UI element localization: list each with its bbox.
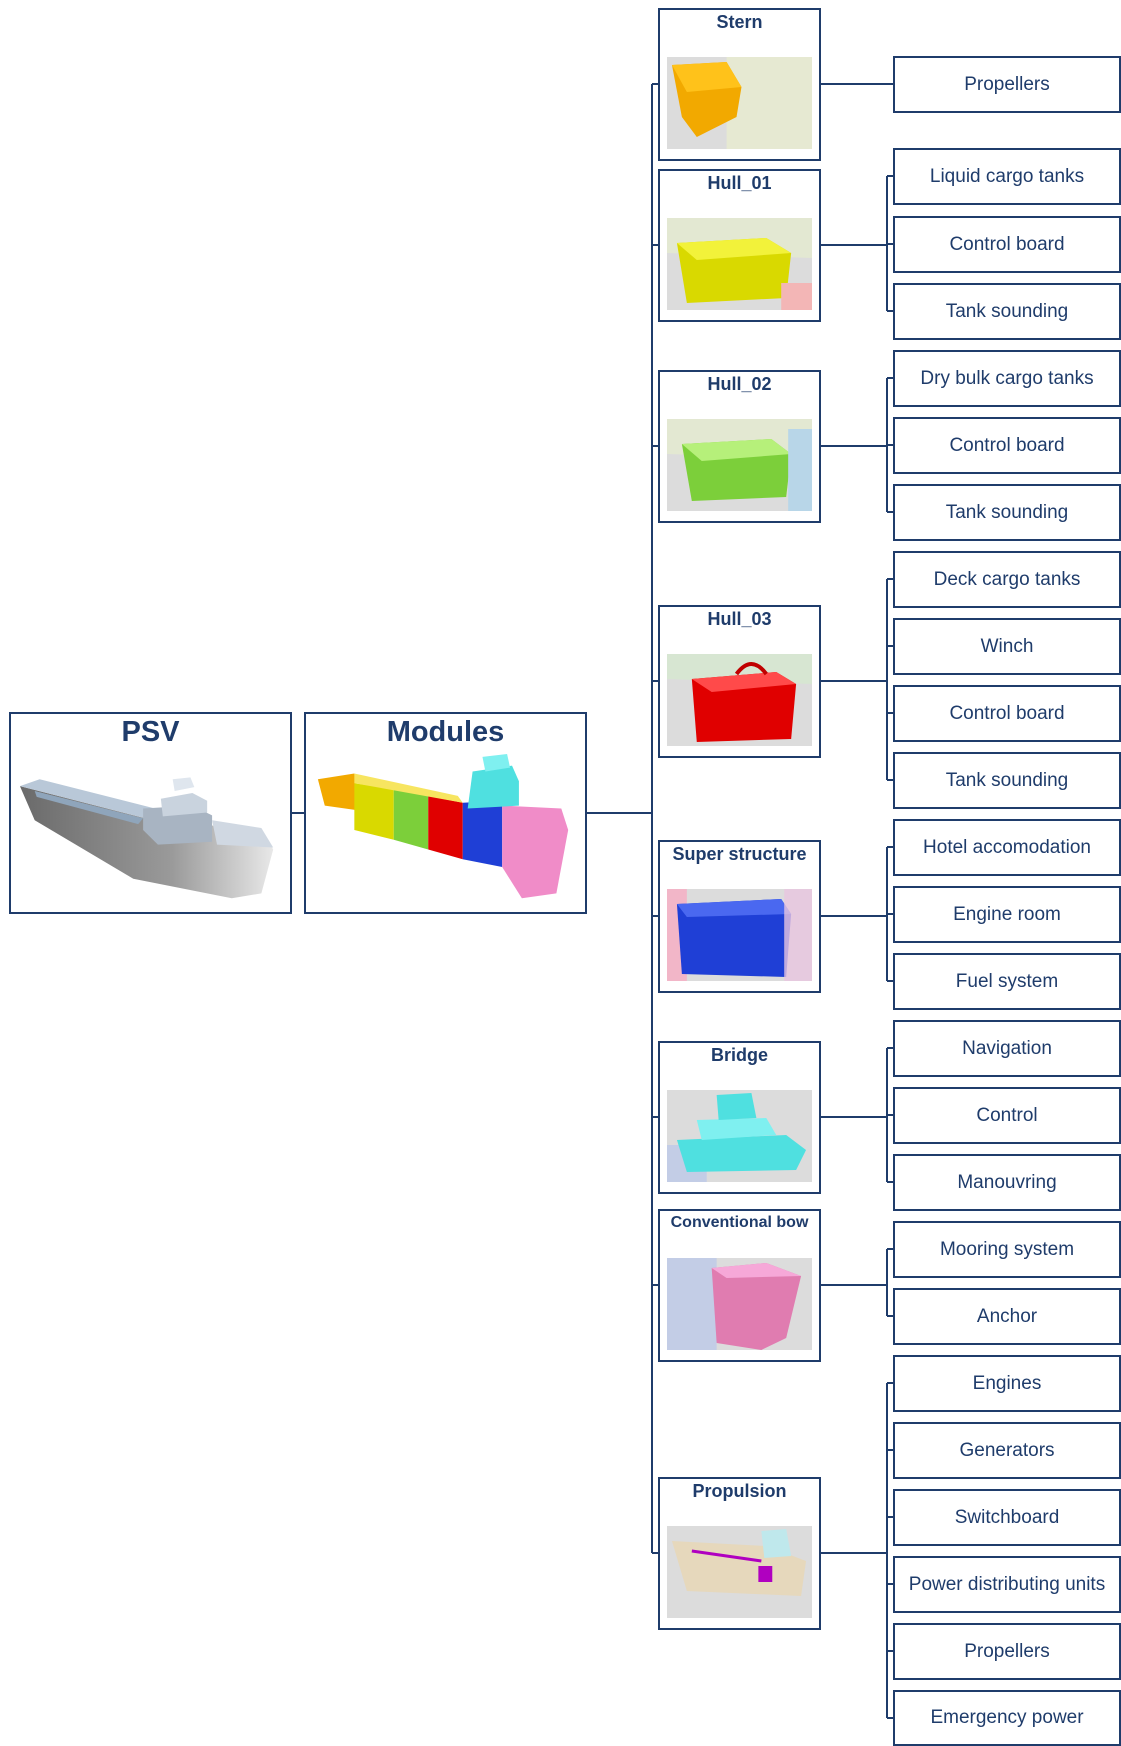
modules-title: Modules [386,716,505,748]
part-box: Control [893,1087,1121,1144]
modules-node: Modules [304,712,587,914]
part-box: Hotel accomodation [893,819,1121,876]
module-node-hull-01: Hull_01 [658,169,821,322]
part-box: Manouvring [893,1154,1121,1211]
part-box: Deck cargo tanks [893,551,1121,608]
module-node-conventional-bow: Conventional bow [658,1209,821,1362]
module-node-bridge: Bridge [658,1041,821,1194]
module-node-propulsion: Propulsion [658,1477,821,1630]
bridge-module-image [667,1090,812,1182]
modules-ship-image [310,752,581,908]
bow-module-image [667,1258,812,1350]
hull02-module-image [667,419,812,511]
module-node-hull-03: Hull_03 [658,605,821,758]
part-box: Tank sounding [893,484,1121,541]
part-box: Fuel system [893,953,1121,1010]
hull01-module-image [667,218,812,310]
module-title: Conventional bow [670,1214,809,1231]
module-title: Propulsion [692,1481,787,1501]
part-box: Control board [893,216,1121,273]
psv-title: PSV [121,716,180,748]
part-box: Tank sounding [893,752,1121,809]
propulsion-module-image [667,1526,812,1618]
module-title: Bridge [710,1045,768,1065]
part-box: Engines [893,1355,1121,1412]
stern-module-image [667,57,812,149]
part-box: Anchor [893,1288,1121,1345]
superstructure-module-image [667,889,812,981]
module-node-stern: Stern [658,8,821,161]
part-box: Tank sounding [893,283,1121,340]
module-title: Hull_03 [707,609,772,629]
module-title: Stern [716,12,763,32]
psv-ship-image [15,752,286,908]
part-box: Generators [893,1422,1121,1479]
part-box: Emergency power [893,1690,1121,1746]
module-title: Super structure [672,844,807,864]
part-box: Control board [893,417,1121,474]
part-box: Switchboard [893,1489,1121,1546]
part-box: Propellers [893,56,1121,113]
part-box: Propellers [893,1623,1121,1680]
module-title: Hull_02 [707,374,772,394]
part-box: Control board [893,685,1121,742]
module-node-hull-02: Hull_02 [658,370,821,523]
psv-node: PSV [9,712,292,914]
part-box: Dry bulk cargo tanks [893,350,1121,407]
hull03-module-image [667,654,812,746]
part-box: Engine room [893,886,1121,943]
part-box: Mooring system [893,1221,1121,1278]
part-box: Winch [893,618,1121,675]
part-box: Navigation [893,1020,1121,1077]
module-title: Hull_01 [707,173,772,193]
part-box: Power distributing units [893,1556,1121,1613]
part-box: Liquid cargo tanks [893,148,1121,205]
module-node-super-structure: Super structure [658,840,821,993]
